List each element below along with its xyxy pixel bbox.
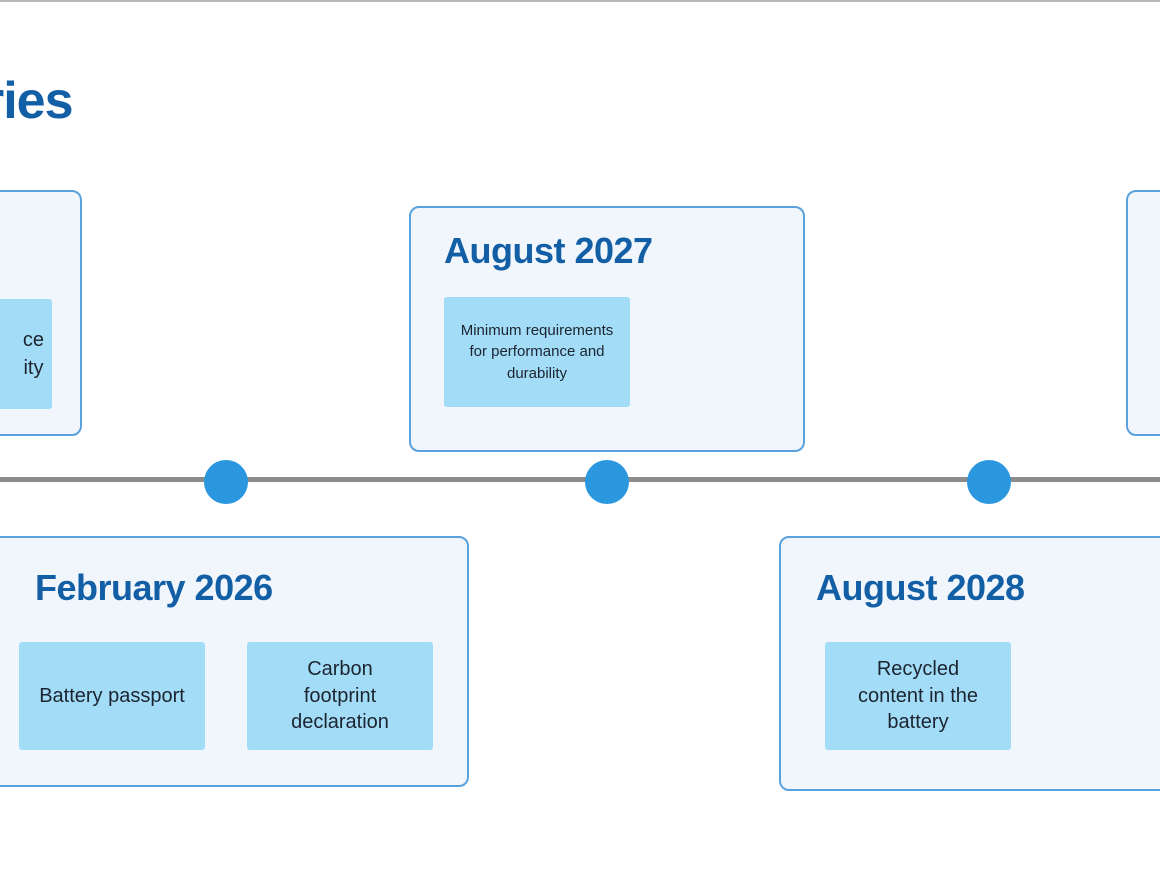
timeline-axis	[0, 477, 1160, 482]
requirement-tag: Battery passport	[19, 642, 205, 750]
timeline-card-august-2027: August 2027 Minimum requirements for per…	[409, 206, 805, 452]
timeline-marker-august-2027	[585, 460, 629, 504]
requirement-tag: Recycled content in the battery	[825, 642, 1011, 750]
milestone-date: August 2027	[444, 230, 653, 271]
top-divider	[0, 0, 1160, 2]
milestone-date: February 2026	[35, 567, 273, 608]
timeline-marker-february-2026	[204, 460, 248, 504]
page-title: ries	[0, 72, 74, 130]
milestone-date: August 2028	[816, 567, 1025, 608]
timeline-card-february-2026: February 2026 Battery passport Carbon fo…	[0, 536, 469, 787]
requirement-tag: ce ity	[0, 299, 52, 409]
timeline-card-right-partial	[1126, 190, 1160, 436]
requirement-tag: Carbon footprint declaration	[247, 642, 433, 750]
timeline-marker-august-2028	[967, 460, 1011, 504]
requirement-tag: Minimum requirements for performance and…	[444, 297, 630, 407]
timeline-card-left-partial: ce ity	[0, 190, 82, 436]
timeline-card-august-2028: August 2028 Recycled content in the batt…	[779, 536, 1160, 791]
